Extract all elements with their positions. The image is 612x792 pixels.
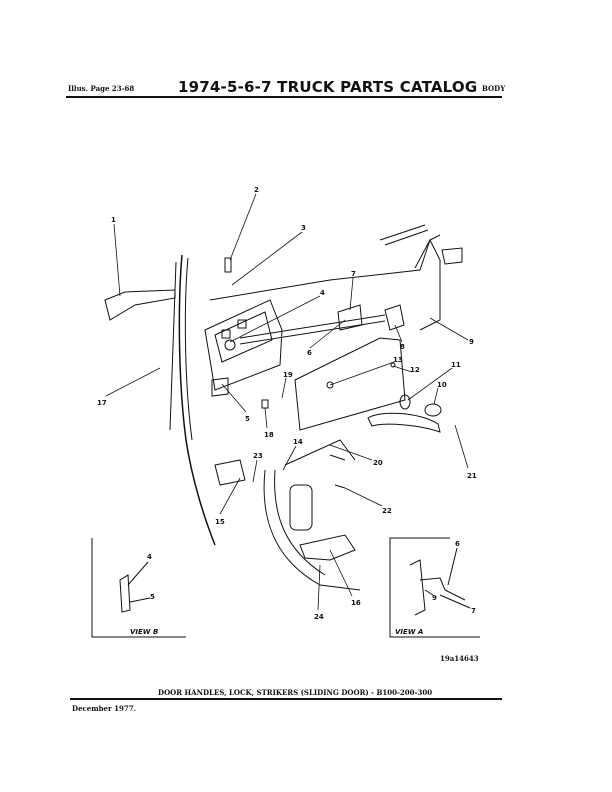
- section-label: BODY: [482, 84, 506, 93]
- inset-view-b: 4 5 VIEW B: [130, 553, 158, 636]
- callout-9: 9: [469, 338, 474, 346]
- callout-10: 10: [437, 381, 447, 389]
- callout-15: 15: [215, 518, 225, 526]
- callout-numbers: 1 2 3 4 5 6 7 8 9 10 11 12 13 14 15 16 1…: [97, 186, 477, 621]
- callout-5: 5: [245, 415, 250, 423]
- callout-1: 1: [111, 216, 116, 224]
- callout-7: 7: [351, 270, 356, 278]
- callout-4: 4: [320, 289, 325, 297]
- callout-17: 17: [97, 399, 107, 407]
- view-a-callout-9: 9: [432, 594, 437, 602]
- callout-16: 16: [351, 599, 361, 607]
- view-a-callout-6: 6: [455, 540, 460, 548]
- callout-21: 21: [467, 472, 477, 480]
- footer-rule: [70, 698, 502, 700]
- callout-24: 24: [314, 613, 324, 621]
- drawing-lines: [91, 193, 480, 638]
- callout-19: 19: [283, 371, 293, 379]
- view-a-callout-7: 7: [471, 607, 476, 615]
- callout-22: 22: [382, 507, 392, 515]
- catalog-title: 1974-5-6-7 TRUCK PARTS CATALOG: [178, 78, 478, 96]
- callout-3: 3: [301, 224, 306, 232]
- view-b-callout-4: 4: [147, 553, 152, 561]
- illustration-page-reference: Illus. Page 23-68: [68, 84, 135, 93]
- view-a-label: VIEW A: [395, 628, 423, 636]
- callout-2: 2: [254, 186, 259, 194]
- callout-18: 18: [264, 431, 274, 439]
- callout-6: 6: [307, 349, 312, 357]
- view-b-callout-5: 5: [150, 593, 155, 601]
- callout-23: 23: [253, 452, 263, 460]
- callout-8: 8: [400, 343, 405, 351]
- revision-date: December 1977.: [72, 704, 137, 713]
- callout-11: 11: [451, 361, 461, 369]
- view-b-label: VIEW B: [130, 628, 158, 636]
- callout-20: 20: [373, 459, 383, 467]
- header-rule: [66, 96, 502, 98]
- callout-12: 12: [410, 366, 420, 374]
- callout-14: 14: [293, 438, 303, 446]
- callout-13: 13: [393, 356, 403, 364]
- inset-view-a: 6 7 9 VIEW A: [395, 540, 476, 636]
- figure-code: 19a14643: [440, 654, 479, 663]
- figure-caption: DOOR HANDLES, LOCK, STRIKERS (SLIDING DO…: [158, 688, 433, 697]
